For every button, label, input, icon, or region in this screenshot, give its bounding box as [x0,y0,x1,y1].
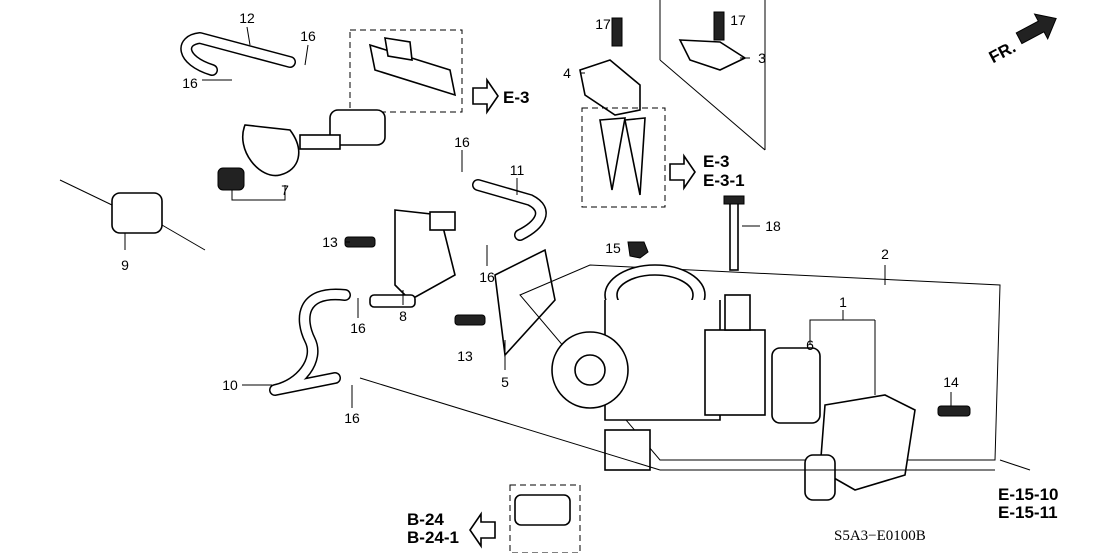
fr-arrow-icon [1015,13,1057,45]
bolt-18 [627,195,745,271]
ref-e3-mid[interactable]: E-3 [703,152,729,171]
callout-17: 17 [595,16,611,32]
callout-14: 14 [943,374,959,390]
fr-label: FR. [986,37,1019,67]
front-direction-mark: FR. [986,13,1057,67]
arrow-b24 [469,511,496,549]
callout-1: 1 [839,294,847,310]
map-sensor [369,209,456,308]
fuel-filter [59,179,206,251]
hose-11 [472,179,547,241]
lower-connectors [359,377,995,553]
diagram-code: S5A3−E0100B [834,528,926,544]
arrow-e3-mid [669,153,696,191]
callout-6: 6 [806,337,814,353]
callout-12: 12 [239,10,255,26]
bracket-5 [494,248,556,357]
callout-9: 9 [121,257,129,273]
callouts: 12 16 16 7 9 16 11 13 8 16 16 10 16 13 5… [121,10,959,426]
callout-16: 16 [182,75,198,91]
callout-13: 13 [322,234,338,250]
callout-17: 17 [730,12,746,28]
ref-e3-top[interactable]: E-3 [503,88,529,107]
ref-e3-1[interactable]: E-3-1 [703,171,745,190]
callout-16: 16 [454,134,470,150]
hose-10 [269,288,351,396]
callout-16: 16 [344,410,360,426]
arrow-e3-top [472,77,499,115]
callout-11: 11 [510,162,525,178]
callout-16: 16 [350,320,366,336]
callout-3: 3 [758,50,766,66]
callout-4: 4 [563,65,571,81]
frame-lines [659,0,766,151]
hose-12 [180,32,296,76]
ref-e15-11[interactable]: E-15-11 [998,503,1058,522]
callout-18: 18 [765,218,781,234]
reference-labels: E-3 E-3 E-3-1 B-24 B-24-1 E-15-10 E-15-1… [407,88,1058,547]
reference-arrows [469,77,696,549]
callout-13: 13 [457,348,473,364]
upper-brackets [579,11,747,208]
callout-15: 15 [605,240,621,256]
callout-10: 10 [222,377,238,393]
callout-16: 16 [479,269,495,285]
fuel-rail-detail [349,29,463,113]
callout-7: 7 [281,182,289,198]
callout-8: 8 [399,308,407,324]
callout-16: 16 [300,28,316,44]
ref-e15-10[interactable]: E-15-10 [998,485,1058,504]
bolts [344,236,486,326]
purge-valve [217,109,386,191]
callout-5: 5 [501,374,509,390]
throttle-body [519,264,1001,461]
ref-b24[interactable]: B-24 [407,510,444,529]
callout-2: 2 [881,246,889,262]
iac-valve [771,347,971,501]
leader-lines [124,26,1031,471]
ref-b24-1[interactable]: B-24-1 [407,528,459,547]
